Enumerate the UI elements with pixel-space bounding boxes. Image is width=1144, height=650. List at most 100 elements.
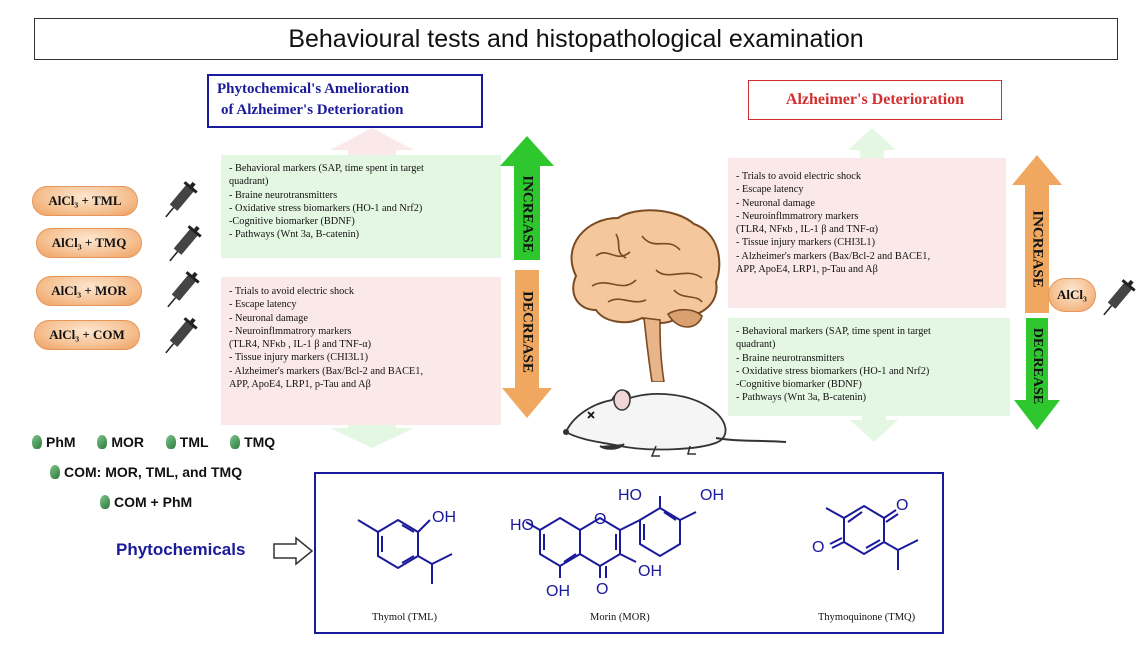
right-increase-item: - Alzheimer's markers (Bax/Bcl-2 and BAC…: [736, 250, 931, 262]
legend-text: TMQ: [244, 434, 276, 450]
rat-icon: [563, 389, 787, 457]
legend-text: PhM: [46, 434, 76, 450]
left-increase-item: - Behavioral markers (SAP, time spent in…: [229, 163, 424, 174]
morin-name: Morin (MOR): [590, 612, 650, 623]
syringe-icon: [165, 317, 198, 354]
treatment-pill-tmq: AlCl₃ + TMQ: [36, 228, 142, 258]
title-box: Behavioural tests and histopathological …: [34, 18, 1118, 60]
right-increase-item: - Tissue injury markers (CHI3L1): [736, 237, 875, 249]
right-decrease-item: - Pathways (Wnt 3a, B-catenin): [736, 392, 867, 404]
right-decrease-item: - Braine neurotransmitters: [736, 352, 845, 364]
deterioration-header-text: Alzheimer's Deterioration: [785, 91, 965, 108]
left-increase-arrow: INCREASE: [500, 136, 554, 260]
left-decrease-item: - Alzheimer's markers (Bax/Bcl-2 and BAC…: [229, 365, 424, 377]
morin-oh-top-right: OH: [700, 487, 724, 504]
left-decrease-item: - Tissue injury markers (CHI3L1): [229, 352, 368, 364]
thymoquinone-name: Thymoquinone (TMQ): [818, 612, 916, 623]
morin-structure: O HO OH HO OH O OH: [510, 487, 724, 600]
control-pill-label: AlCl₃: [1057, 287, 1087, 302]
legend-row-1: PhM MOR TML TMQ: [32, 434, 275, 450]
treatment-pill-mor: AlCl₃ + MOR: [36, 276, 142, 306]
morin-oh-middle: OH: [638, 563, 662, 580]
treatment-pill-label: AlCl₃ + TML: [48, 193, 122, 208]
left-decrease-item: (TLR4, NFκb , IL-1 β and TNF-α): [229, 339, 372, 351]
treatment-pill-com: AlCl₃ + COM: [34, 320, 140, 350]
right-decrease-arrow: DECREASE: [1014, 318, 1060, 430]
left-decrease-item: APP, ApoE4, LRP1, p-Tau and Aβ: [229, 379, 371, 391]
left-increase-panel: - Behavioral markers (SAP, time spent in…: [221, 155, 501, 258]
syringe-icon: [165, 181, 198, 218]
amelioration-header-line1: Phytochemical's Amelioration: [217, 81, 410, 97]
left-decrease-arrow: DECREASE: [502, 270, 552, 418]
left-increase-item: - Oxidative stress biomarkers (HO-1 and …: [229, 202, 423, 214]
morin-ho-left: HO: [510, 517, 534, 534]
fade-arrow-down-left: [330, 420, 414, 448]
legend-text: COM + PhM: [114, 494, 193, 510]
legend-row-2: COM: MOR, TML, and TMQ: [50, 464, 242, 480]
treatment-pill-label: AlCl₃ + TMQ: [51, 235, 127, 250]
right-decrease-item: quadrant): [736, 339, 776, 351]
control-pill: AlCl₃: [1048, 278, 1096, 312]
phytochemicals-label: Phytochemicals: [116, 540, 246, 559]
legend-text: COM: MOR, TML, and TMQ: [64, 464, 243, 480]
left-increase-item: quadrant): [229, 176, 269, 188]
left-decrease-arrow-label: DECREASE: [520, 291, 536, 373]
fade-arrow-up-right: [848, 128, 896, 158]
legend-text: TML: [179, 434, 209, 450]
syringe-icon: [167, 271, 200, 308]
right-increase-item: (TLR4, NFκb , IL-1 β and TNF-α): [736, 224, 879, 236]
left-increase-item: -Cognitive biomarker (BDNF): [229, 216, 355, 228]
right-increase-arrow: INCREASE: [1012, 155, 1062, 313]
right-increase-item: - Neuroinflmmatrory markers: [736, 210, 859, 222]
right-decrease-panel: - Behavioral markers (SAP, time spent in…: [728, 318, 1010, 416]
thymol-oh-label: OH: [432, 509, 456, 526]
right-increase-item: APP, ApoE4, LRP1, p-Tau and Aβ: [736, 264, 878, 276]
leaf-icon: [165, 435, 176, 449]
leaf-icon: [230, 435, 241, 449]
right-increase-item: - Trials to avoid electric shock: [736, 171, 861, 182]
fade-arrow-down-right: [850, 414, 898, 442]
legend-row-3: COM + PhM: [100, 494, 192, 510]
leaf-icon: [32, 435, 42, 449]
morin-carbonyl-o: O: [596, 581, 608, 598]
right-decrease-item: - Behavioral markers (SAP, time spent in…: [736, 326, 931, 337]
right-decrease-item: - Oxidative stress biomarkers (HO-1 and …: [736, 365, 930, 377]
amelioration-header-line2: of Alzheimer's Deterioration: [221, 102, 404, 118]
left-increase-item: - Pathways (Wnt 3a, B-catenin): [229, 229, 360, 241]
amelioration-header: Phytochemical's Amelioration of Alzheime…: [207, 74, 483, 128]
treatment-pill-tml: AlCl₃ + TML: [32, 186, 138, 216]
left-decrease-item: - Neuroinflmmatrory markers: [229, 325, 352, 337]
left-increase-arrow-label: INCREASE: [520, 175, 536, 253]
deterioration-header: Alzheimer's Deterioration: [748, 80, 1002, 120]
treatment-pill-label: AlCl₃ + MOR: [51, 283, 127, 298]
right-increase-item: - Escape latency: [736, 184, 804, 196]
left-decrease-panel: - Trials to avoid electric shock - Escap…: [221, 277, 501, 425]
right-increase-item: - Neuronal damage: [736, 197, 815, 209]
morin-ho-top-left: HO: [618, 487, 642, 504]
right-decrease-item: -Cognitive biomarker (BDNF): [736, 379, 862, 391]
syringe-icon: [1103, 279, 1136, 316]
syringe-icon: [169, 225, 202, 262]
right-increase-panel: - Trials to avoid electric shock - Escap…: [728, 158, 1006, 308]
brain-icon: [570, 209, 721, 382]
thymoquinone-structure: O O: [812, 497, 919, 570]
thymoquinone-o-left: O: [812, 539, 824, 556]
thymoquinone-o-top: O: [896, 497, 908, 514]
leaf-icon: [50, 465, 60, 479]
leaf-icon: [100, 495, 110, 509]
left-increase-item: - Braine neurotransmitters: [229, 189, 338, 201]
morin-oh-bottom: OH: [546, 583, 570, 600]
leaf-icon: [97, 435, 108, 449]
thymol-name: Thymol (TML): [372, 612, 438, 623]
morin-ring-o-label: O: [594, 511, 606, 528]
right-increase-arrow-label: INCREASE: [1030, 210, 1046, 288]
right-decrease-arrow-label: DECREASE: [1030, 328, 1045, 404]
fade-arrow-up-left: [330, 128, 414, 158]
treatment-pill-label: AlCl₃ + COM: [49, 327, 125, 342]
thymol-structure: OH: [357, 509, 456, 584]
legend-text: MOR: [111, 434, 145, 450]
left-decrease-item: - Escape latency: [229, 299, 297, 311]
right-arrow-icon: [273, 536, 314, 566]
left-decrease-item: - Neuronal damage: [229, 312, 308, 324]
